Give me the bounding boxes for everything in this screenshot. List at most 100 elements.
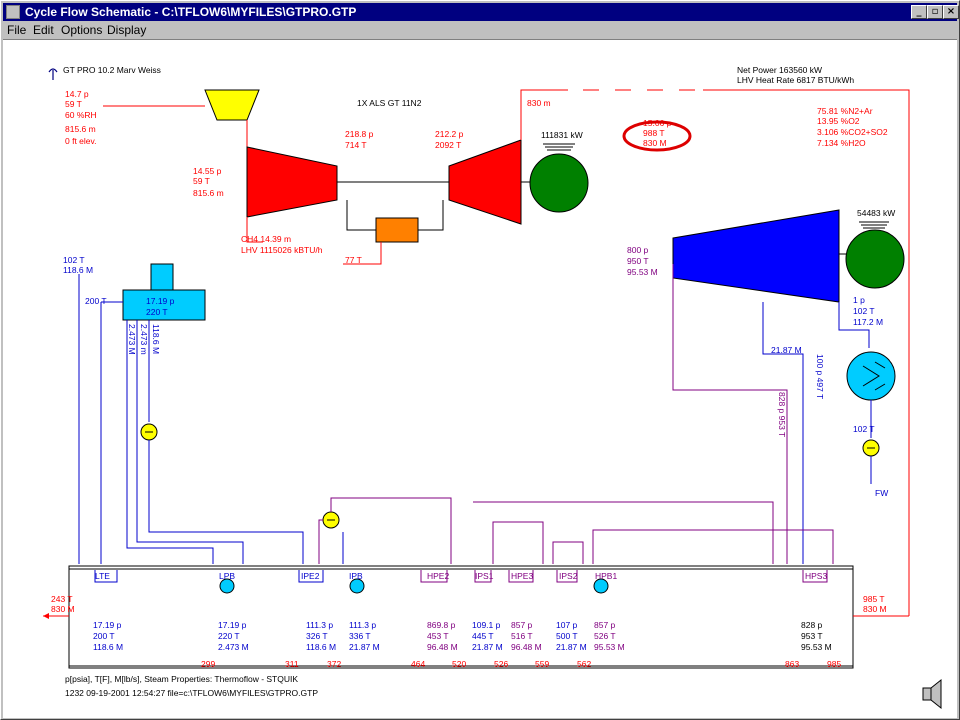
combustor <box>375 217 419 243</box>
svg-text:7.134 %H2O: 7.134 %H2O <box>817 138 866 148</box>
ip-drum <box>349 578 365 594</box>
st-exhaust-data: 1 p 102 T 117.2 M <box>853 295 883 327</box>
svg-text:869.8 p: 869.8 p <box>427 620 456 630</box>
svg-text:17.19 p: 17.19 p <box>93 620 122 630</box>
svg-text:118.6 M: 118.6 M <box>306 642 336 652</box>
app-logo-icon <box>48 68 58 80</box>
svg-text:828 p: 828 p <box>801 620 823 630</box>
section-data: 17.19 p 200 T 118.6 M 17.19 p 220 T 2.47… <box>93 620 832 652</box>
hrsg-gas-inlet: 985 T 830 M <box>863 594 887 614</box>
svg-text:59 T: 59 T <box>193 176 210 186</box>
svg-text:13.95 %O2: 13.95 %O2 <box>817 116 860 126</box>
heat-rate: LHV Heat Rate 6817 BTU/kWh <box>737 75 854 85</box>
svg-text:516 T: 516 T <box>511 631 533 641</box>
svg-text:857 p: 857 p <box>594 620 616 630</box>
st-inlet-data: 800 p 950 T 95.53 M <box>627 245 658 277</box>
close-button[interactable]: × <box>943 5 959 19</box>
svg-text:95.53 M: 95.53 M <box>594 642 625 652</box>
svg-text:95.53 M: 95.53 M <box>627 267 658 277</box>
menu-display[interactable]: Display <box>107 23 147 37</box>
minimize-button[interactable]: _ <box>911 5 927 19</box>
speaker-icon[interactable] <box>922 678 942 710</box>
svg-text:311: 311 <box>285 659 299 669</box>
svg-text:96.48 M: 96.48 M <box>427 642 458 652</box>
deaerator-temp: 220 T <box>146 307 168 317</box>
svg-text:LPB: LPB <box>219 571 235 581</box>
gas-temperatures: 299 311 372 464 520 526 559 562 863 985 <box>201 659 841 669</box>
svg-text:953 T: 953 T <box>801 631 823 641</box>
svg-text:985 T: 985 T <box>863 594 885 604</box>
gt-generator-output: 111831 kW <box>541 130 583 140</box>
svg-text:111.3 p: 111.3 p <box>349 620 376 630</box>
svg-text:0 ft elev.: 0 ft elev. <box>65 136 97 146</box>
svg-text:218.8 p: 218.8 p <box>345 129 374 139</box>
svg-text:77 T: 77 T <box>345 255 362 265</box>
net-power: Net Power 163560 kW <box>737 65 822 75</box>
gt-label: 1X ALS GT 11N2 <box>357 98 422 108</box>
air-filter <box>204 89 260 121</box>
menu-options[interactable]: Options <box>61 23 103 37</box>
svg-text:21.87 M: 21.87 M <box>472 642 503 652</box>
svg-text:60 %RH: 60 %RH <box>65 110 97 120</box>
svg-text:857 p: 857 p <box>511 620 533 630</box>
menu-bar: File Edit Options Display <box>3 21 957 39</box>
compressor-outlet-data: 218.8 p 714 T <box>345 129 374 150</box>
compressor-inlet-data: 14.55 p 59 T 815.6 m <box>193 166 224 198</box>
svg-text:863: 863 <box>785 659 799 669</box>
svg-text:830 M: 830 M <box>863 604 887 614</box>
restore-button[interactable]: ▫ <box>927 5 943 19</box>
gt-generator <box>529 153 589 213</box>
svg-text:17.19 p: 17.19 p <box>218 620 247 630</box>
svg-text:117.2 M: 117.2 M <box>853 317 883 327</box>
svg-text:243 T: 243 T <box>51 594 73 604</box>
svg-text:LHV 1115026 kBTU/h: LHV 1115026 kBTU/h <box>241 245 323 255</box>
app-label: GT PRO 10.2 Marv Weiss <box>63 65 161 75</box>
condenser <box>846 351 896 401</box>
title-bar[interactable]: Cycle Flow Schematic - C:\TFLOW6\MYFILES… <box>3 3 959 21</box>
svg-text:200 T: 200 T <box>93 631 115 641</box>
cycle-schematic: GT PRO 10.2 Marv Weiss 1X ALS GT 11N2 Ne… <box>43 65 942 710</box>
svg-text:21.87 M: 21.87 M <box>349 642 380 652</box>
deaerator-dome <box>150 263 174 291</box>
svg-text:CH4 14.39 m: CH4 14.39 m <box>241 234 291 244</box>
lp-drum <box>219 578 235 594</box>
svg-text:526: 526 <box>494 659 508 669</box>
svg-text:96.48 M: 96.48 M <box>511 642 542 652</box>
svg-text:2.473 M: 2.473 M <box>127 324 137 355</box>
highlight-ellipse <box>622 120 692 152</box>
menu-edit[interactable]: Edit <box>33 23 54 37</box>
svg-text:336 T: 336 T <box>349 631 371 641</box>
svg-text:1 p: 1 p <box>853 295 865 305</box>
svg-text:IPS2: IPS2 <box>559 571 578 581</box>
svg-text:714 T: 714 T <box>345 140 367 150</box>
menu-file[interactable]: File <box>7 23 27 37</box>
svg-text:520: 520 <box>452 659 466 669</box>
svg-text:326 T: 326 T <box>306 631 328 641</box>
svg-text:IPS1: IPS1 <box>475 571 494 581</box>
svg-text:118.6 M: 118.6 M <box>93 642 123 652</box>
hrsg-gas-outlet: 243 T 830 M <box>51 594 75 614</box>
svg-text:59 T: 59 T <box>65 99 82 109</box>
svg-text:453 T: 453 T <box>427 631 449 641</box>
svg-text:21.87 M: 21.87 M <box>556 642 587 652</box>
svg-text:2.473 M: 2.473 M <box>218 642 249 652</box>
compressor <box>246 146 338 218</box>
svg-text:HPE2: HPE2 <box>427 571 449 581</box>
svg-text:445 T: 445 T <box>472 631 494 641</box>
turbine-inlet-data: 212.2 p 2092 T <box>435 129 464 150</box>
svg-text:14.55 p: 14.55 p <box>193 166 222 176</box>
condensate-temp: 102 T <box>853 424 875 434</box>
coils-blue <box>94 570 324 583</box>
svg-text:HPE3: HPE3 <box>511 571 533 581</box>
lte-return-temp: 200 T <box>85 296 107 306</box>
svg-text:HPB1: HPB1 <box>595 571 617 581</box>
svg-text:526 T: 526 T <box>594 631 616 641</box>
svg-text:985: 985 <box>827 659 841 669</box>
hp-steam-label: 828 p 953 T <box>777 392 787 437</box>
svg-text:75.81 %N2+Ar: 75.81 %N2+Ar <box>817 106 873 116</box>
svg-text:500 T: 500 T <box>556 631 578 641</box>
svg-text:2092 T: 2092 T <box>435 140 461 150</box>
svg-text:815.6 m: 815.6 m <box>65 124 96 134</box>
ambient-conditions: 14.7 p 59 T 60 %RH 815.6 m 0 ft elev. <box>65 89 97 146</box>
app-window-icon[interactable] <box>6 5 20 19</box>
